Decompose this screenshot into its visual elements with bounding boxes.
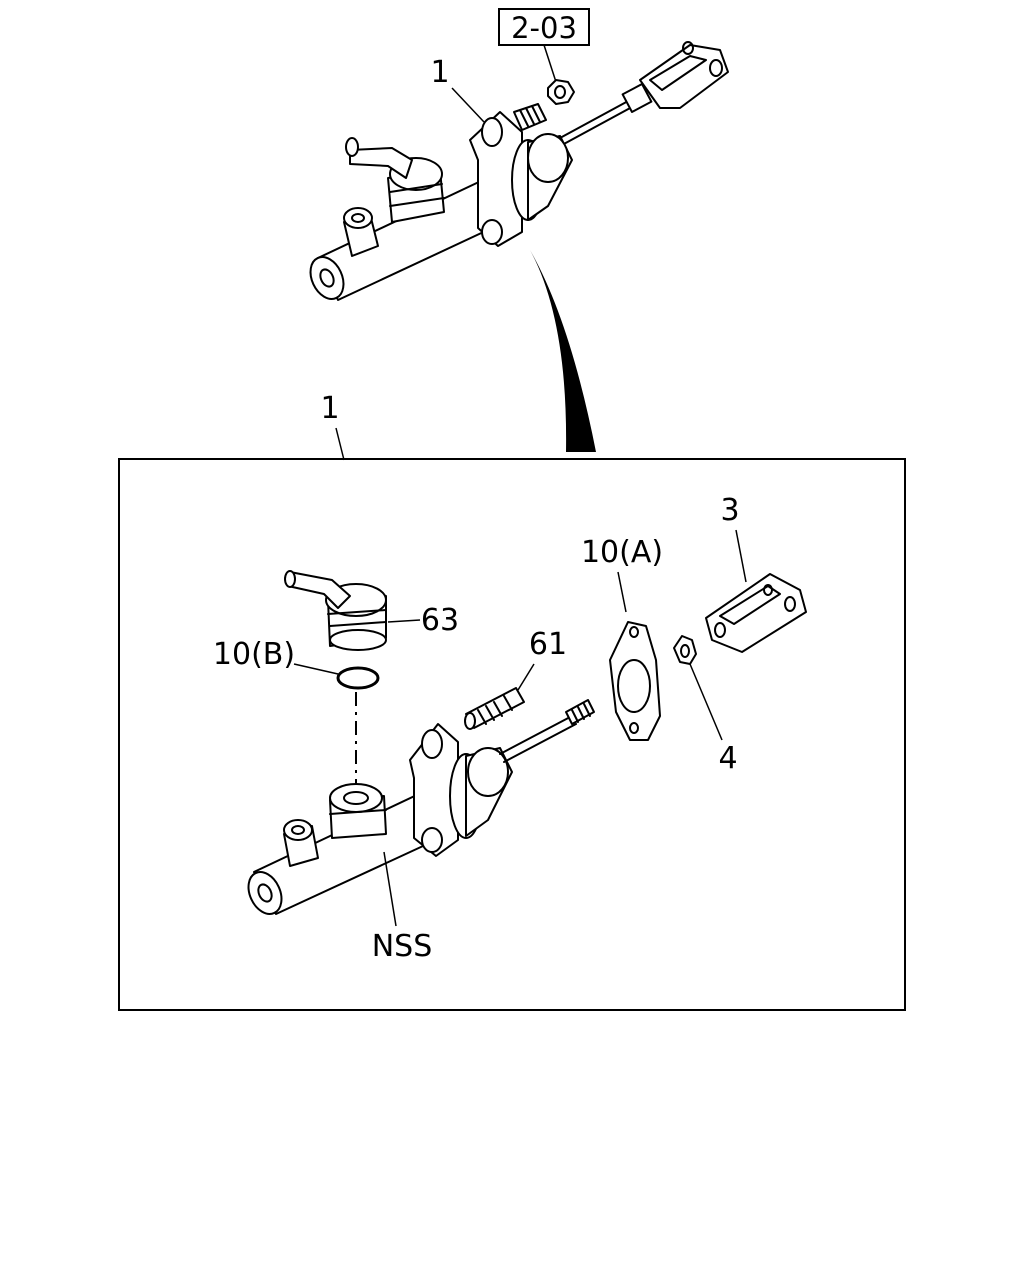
part-3-clevis [705, 573, 807, 653]
top-callout-1[interactable]: 1 [430, 55, 449, 90]
top-boot [511, 133, 573, 221]
part-nss-cylinder [247, 699, 595, 915]
detail-pointer [530, 250, 596, 452]
top-assembly: 2-03 [309, 8, 729, 301]
callout-part-10a[interactable]: 10(A) [581, 535, 663, 570]
top-reservoir-fitting [345, 137, 445, 223]
callout-part-10b[interactable]: 10(B) [213, 637, 295, 672]
callout-part-61[interactable]: 61 [529, 627, 567, 662]
part-61-stud [464, 687, 525, 730]
top-clevis [639, 41, 729, 109]
detail-box-frame [118, 458, 906, 1011]
callout-part-nss[interactable]: NSS [372, 929, 433, 964]
part-10a-gasket [609, 621, 661, 741]
callout-part-3[interactable]: 3 [720, 493, 739, 528]
top-stud [513, 103, 547, 131]
part-63-reservoir-fitting [284, 570, 387, 651]
callout-part-63[interactable]: 63 [421, 603, 459, 638]
detail-callout-1[interactable]: 1 [320, 391, 339, 426]
part-4-nut [673, 635, 697, 665]
detail-box: 1 3 10(A) 4 [118, 391, 906, 1011]
top-nut [547, 79, 575, 105]
part-10b-o-ring [336, 666, 380, 690]
top-flange [469, 111, 523, 247]
callout-part-4[interactable]: 4 [718, 741, 737, 776]
ref-box-label[interactable]: 2-03 [511, 11, 577, 45]
